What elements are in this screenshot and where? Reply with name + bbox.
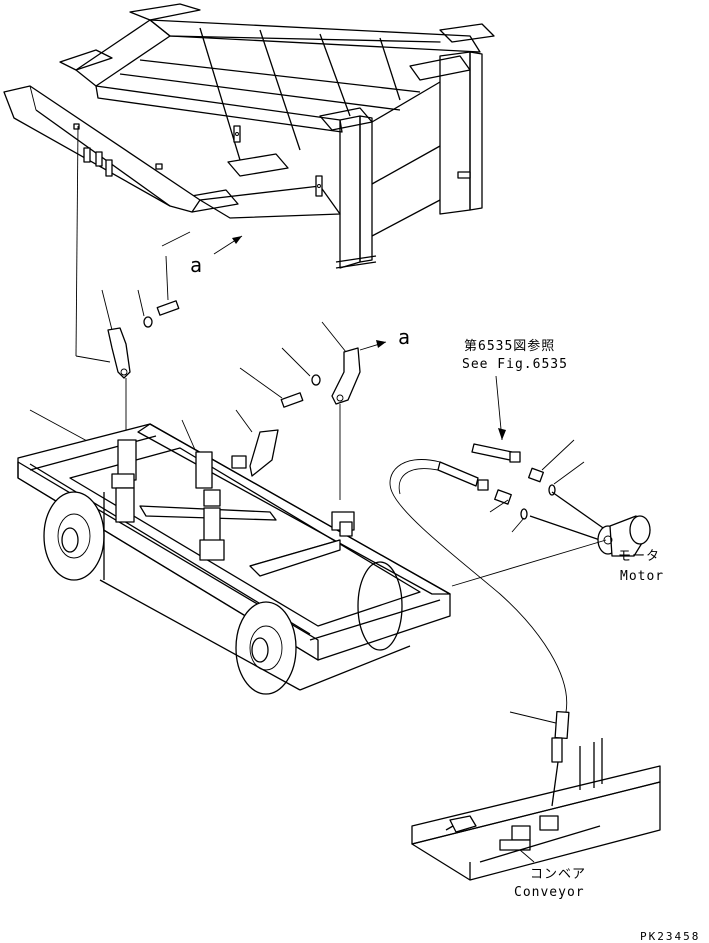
detail-a-arrow-top: a	[190, 235, 243, 277]
ref-fig-jp: 第6535図参照	[464, 338, 555, 354]
left-hanger-bracket	[101, 255, 180, 440]
lower-conveyor: コンベア Conveyor	[411, 710, 661, 900]
detail-a-label-top: a	[190, 253, 202, 277]
motor-assembly: 第6535図参照 See Fig.6535 モータ Motor	[389, 338, 664, 713]
right-hanger-bracket: a	[239, 321, 410, 500]
ref-fig-en: See Fig.6535	[462, 357, 568, 372]
detail-a-label-right: a	[398, 325, 410, 349]
motor-label-en: Motor	[620, 569, 664, 584]
conveyor-label-jp: コンベア	[530, 867, 586, 882]
conveyor-label-en: Conveyor	[514, 885, 585, 900]
conveyor-frame	[17, 409, 451, 695]
upper-frame	[3, 3, 495, 269]
drawing-number: PK23458	[640, 930, 700, 943]
motor-label-jp: モータ	[618, 549, 660, 564]
